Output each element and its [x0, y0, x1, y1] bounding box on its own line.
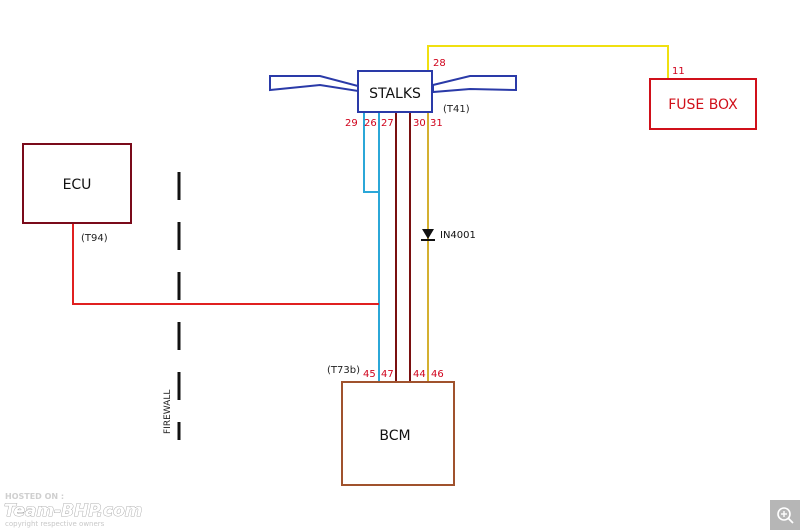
fuse-box[interactable]	[649, 78, 757, 130]
watermark-copyright: copyright respective owners	[5, 520, 105, 528]
diode-symbol	[421, 229, 435, 241]
wire-red-ecu	[72, 223, 379, 305]
stalks-box[interactable]	[357, 70, 433, 113]
wire-yellow-fuse	[427, 45, 669, 79]
stalk-lever-right	[432, 75, 517, 94]
stalks-label: STALKS	[369, 86, 421, 102]
watermark-logo: Team-BHP.com	[4, 501, 142, 521]
fuse-box-label: FUSE BOX	[668, 97, 738, 113]
pin-label-30: 30	[413, 118, 426, 129]
firewall-label: FIREWALL	[163, 390, 173, 434]
pin-label-44: 44	[413, 369, 426, 380]
bcm-label: BCM	[379, 428, 410, 444]
pin-label-45: 45	[363, 369, 376, 380]
zoom-icon[interactable]	[770, 500, 800, 530]
stalks-connector-label: (T41)	[443, 104, 470, 115]
ecu-label: ECU	[63, 177, 92, 193]
ecu-connector-label: (T94)	[81, 233, 108, 244]
pin-label-26: 26	[364, 118, 377, 129]
pin-label-27: 27	[381, 118, 394, 129]
bcm-box[interactable]	[341, 381, 455, 486]
stalk-lever-left	[269, 75, 359, 93]
pin-label-28: 28	[433, 58, 446, 69]
watermark: HOSTED ON : Team-BHP.com copyright respe…	[4, 492, 143, 528]
pin-label-47: 47	[381, 369, 394, 380]
pin-label-46: 46	[431, 369, 444, 380]
pin-label-31: 31	[430, 118, 443, 129]
pin-label-29: 29	[345, 118, 358, 129]
pin-label-11: 11	[672, 66, 685, 77]
watermark-hosted: HOSTED ON :	[5, 492, 64, 501]
wire-blue-29	[363, 112, 379, 193]
diode-label: IN4001	[440, 230, 476, 241]
bcm-connector-label: (T73b)	[327, 365, 360, 376]
ecu-box[interactable]	[22, 143, 132, 224]
